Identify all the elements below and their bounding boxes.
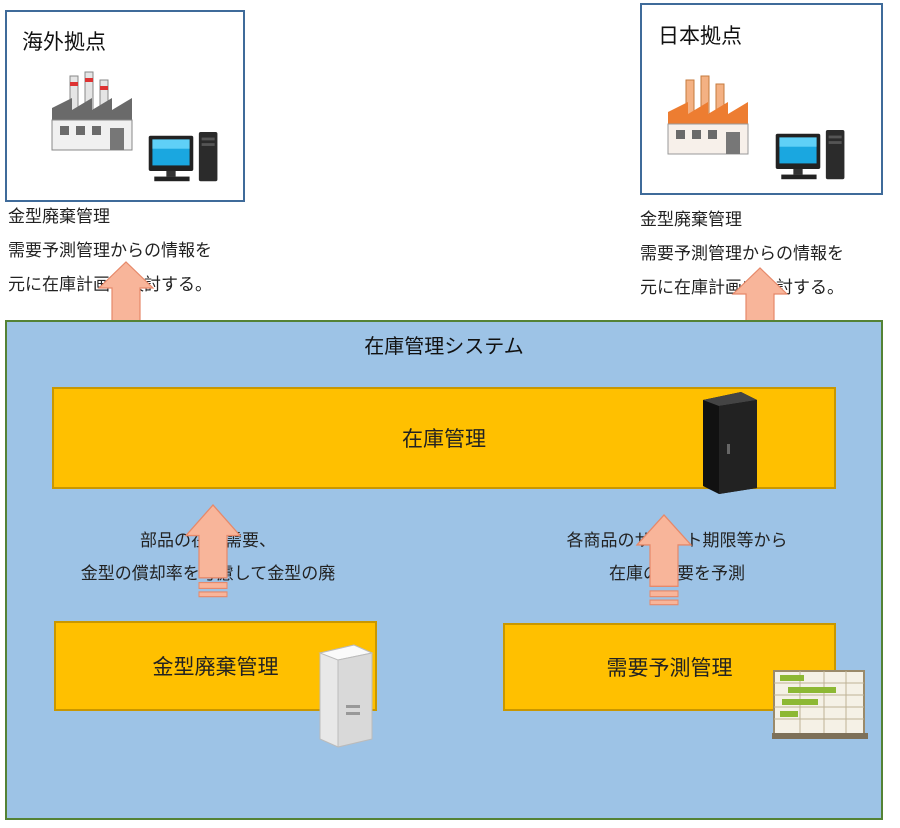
up-arrow-icon	[186, 505, 240, 599]
mold-disposal-label: 金型廃棄管理	[153, 651, 279, 681]
server-white-icon	[314, 645, 376, 747]
factory-gray-icon	[52, 68, 152, 153]
inventory-management-label: 在庫管理	[402, 423, 486, 453]
overseas-site-title: 海外拠点	[22, 26, 106, 56]
up-arrow-icon	[637, 515, 691, 607]
japan-desc-line2: 需要予測管理からの情報を	[640, 237, 844, 271]
desktop-pc-icon	[773, 130, 849, 182]
server-black-icon	[697, 392, 759, 494]
overseas-desc-line1: 金型廃棄管理	[8, 200, 212, 234]
gantt-chart-icon	[772, 669, 868, 739]
demand-forecast-label: 需要予測管理	[607, 652, 733, 682]
system-title: 在庫管理システム	[0, 330, 888, 359]
japan-desc-line1: 金型廃棄管理	[640, 203, 844, 237]
desktop-pc-icon	[146, 132, 222, 184]
japan-site-title: 日本拠点	[658, 20, 742, 50]
factory-orange-icon	[668, 72, 768, 157]
